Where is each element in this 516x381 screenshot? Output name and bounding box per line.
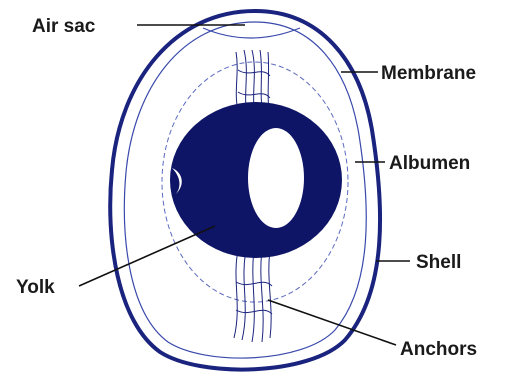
air-sac-boundary xyxy=(203,28,300,38)
yolk-label: Yolk xyxy=(16,277,55,298)
shell-label: Shell xyxy=(416,252,461,273)
air-sac-label: Air sac xyxy=(32,16,96,37)
albumen-label: Albumen xyxy=(389,153,470,174)
anchors-leader xyxy=(268,300,396,345)
yolk-center xyxy=(248,128,304,228)
membrane-label: Membrane xyxy=(381,63,476,84)
anchor-bottom xyxy=(234,250,272,342)
anchors-label: Anchors xyxy=(400,339,477,360)
yolk-leader xyxy=(79,226,215,286)
